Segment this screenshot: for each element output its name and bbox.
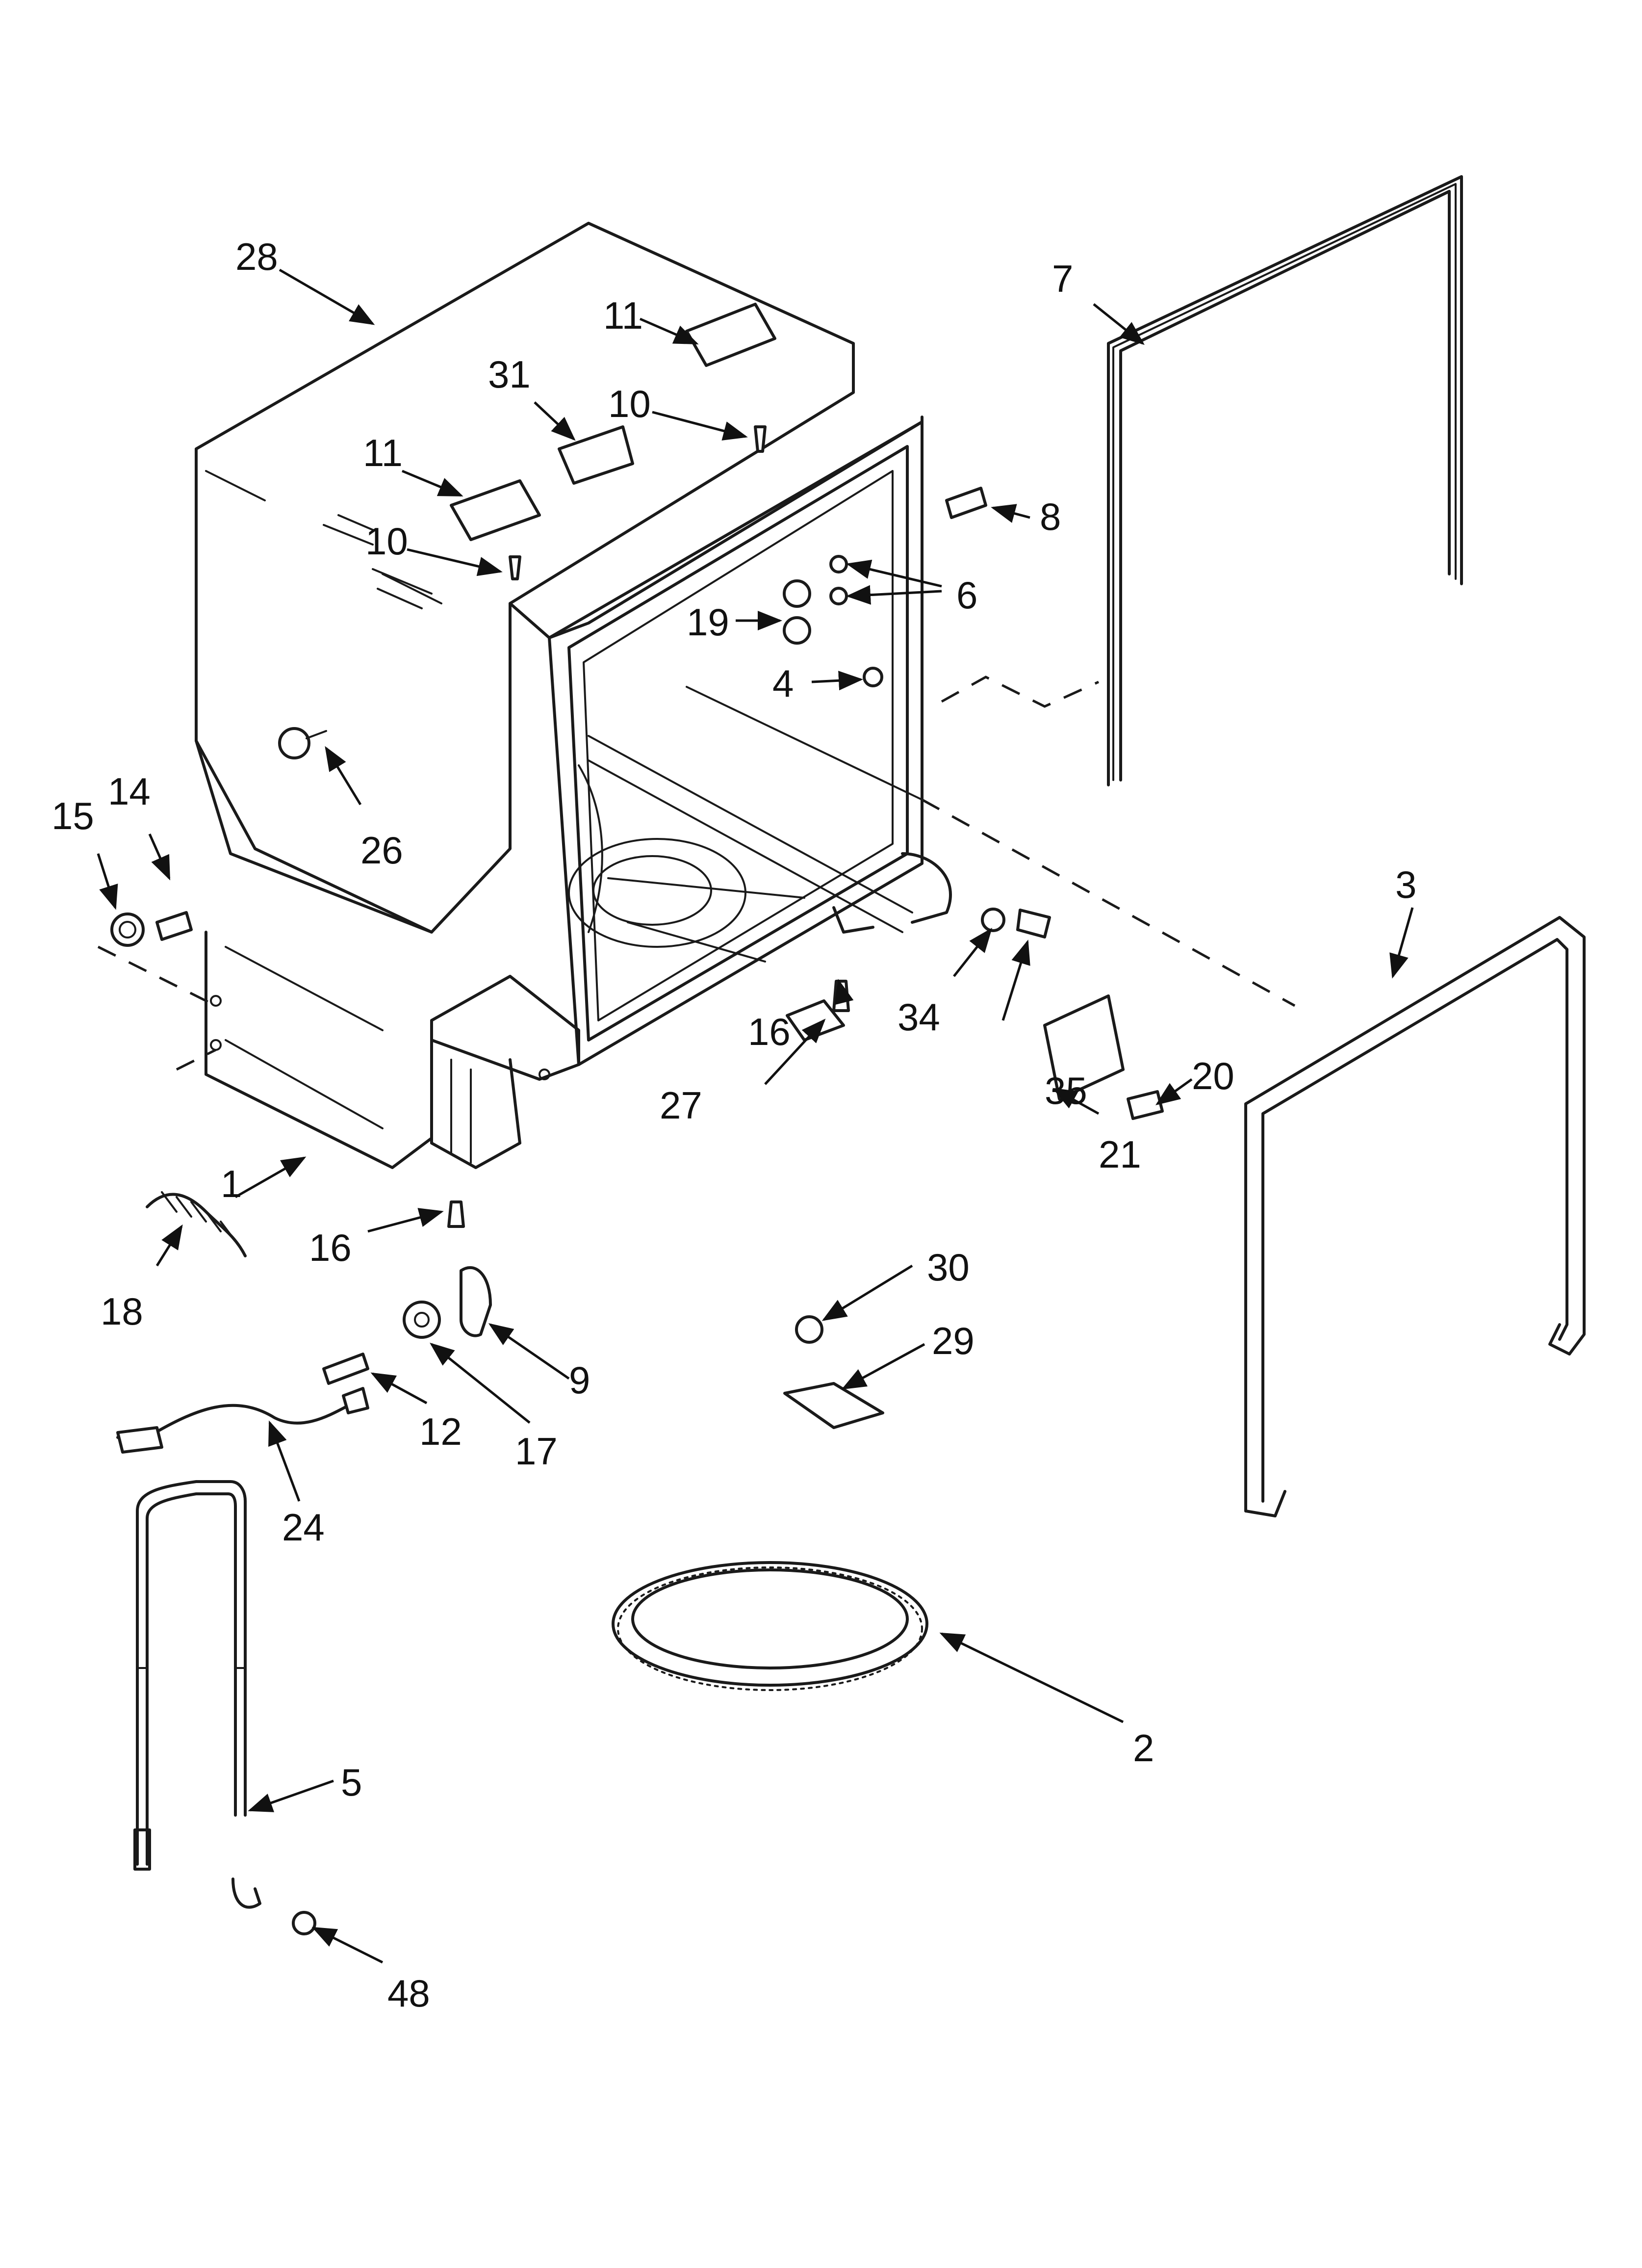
callout-30: 30 xyxy=(927,1246,970,1289)
callout-12: 12 xyxy=(419,1410,462,1453)
callout-20: 20 xyxy=(1192,1054,1234,1097)
callout-10-top: 10 xyxy=(608,382,651,425)
dishwasher-tub xyxy=(195,222,952,1169)
ground-wire xyxy=(116,1387,369,1454)
callout-19: 19 xyxy=(687,600,729,644)
callout-21: 21 xyxy=(1099,1133,1141,1176)
u-gasket xyxy=(1244,916,1586,1517)
callout-2: 2 xyxy=(1133,1726,1154,1770)
callout-48: 48 xyxy=(387,1972,430,2015)
callout-35: 35 xyxy=(1045,1069,1087,1112)
leader-arrows xyxy=(97,268,1414,1964)
callout-16-bottom: 16 xyxy=(309,1226,352,1269)
spring xyxy=(146,1191,247,1257)
ring-gasket xyxy=(612,1561,928,1691)
callout-11-top: 11 xyxy=(603,294,643,337)
callout-11-left: 11 xyxy=(363,431,403,474)
callout-17: 17 xyxy=(515,1430,558,1473)
door-seal-strip xyxy=(1107,175,1463,786)
callout-7: 7 xyxy=(1052,257,1073,300)
callout-34: 34 xyxy=(898,995,940,1039)
callout-6: 6 xyxy=(956,574,977,617)
callout-26: 26 xyxy=(360,829,403,872)
callout-15: 15 xyxy=(51,794,94,837)
small-hardware xyxy=(110,303,1164,1935)
callout-24: 24 xyxy=(282,1506,325,1549)
callout-5: 5 xyxy=(341,1761,362,1804)
callout-16-top: 16 xyxy=(748,1010,791,1053)
drain-hose xyxy=(133,1480,261,1909)
callout-labels: 28 11 31 10 11 10 7 8 6 19 4 26 15 14 3 … xyxy=(51,235,1416,2015)
callout-4: 4 xyxy=(772,662,794,705)
callout-9: 9 xyxy=(569,1358,590,1402)
callout-31: 31 xyxy=(488,353,531,396)
callout-28: 28 xyxy=(235,235,278,278)
callout-14: 14 xyxy=(108,770,151,813)
callout-1: 1 xyxy=(221,1162,242,1205)
callout-27: 27 xyxy=(660,1084,702,1127)
callout-29: 29 xyxy=(932,1319,975,1362)
reference-lines xyxy=(97,676,1296,1071)
callout-18: 18 xyxy=(101,1290,143,1333)
callout-10-left: 10 xyxy=(365,520,408,563)
callout-3: 3 xyxy=(1395,863,1416,906)
callout-8: 8 xyxy=(1040,495,1061,538)
